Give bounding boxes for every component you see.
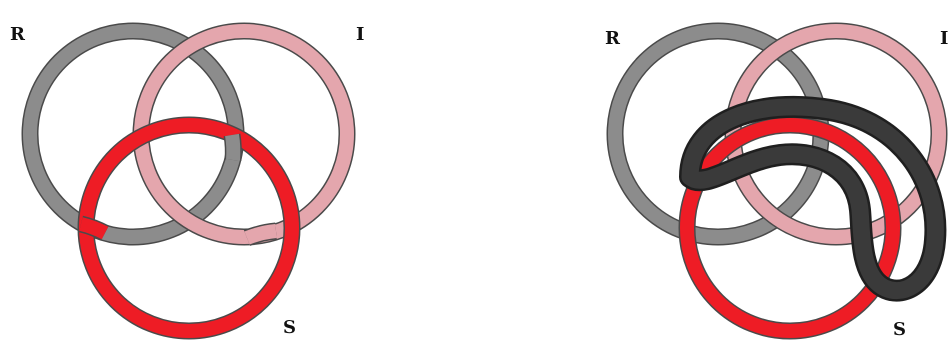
left-label-I: I — [356, 24, 364, 45]
right-figure: R I S — [605, 28, 948, 340]
right-label-R: R — [605, 28, 621, 49]
right-label-I: I — [940, 28, 948, 49]
left-label-S: S — [283, 317, 296, 338]
left-label-R: R — [10, 24, 26, 45]
left-figure: R I S — [10, 24, 364, 338]
right-label-S: S — [893, 319, 906, 340]
